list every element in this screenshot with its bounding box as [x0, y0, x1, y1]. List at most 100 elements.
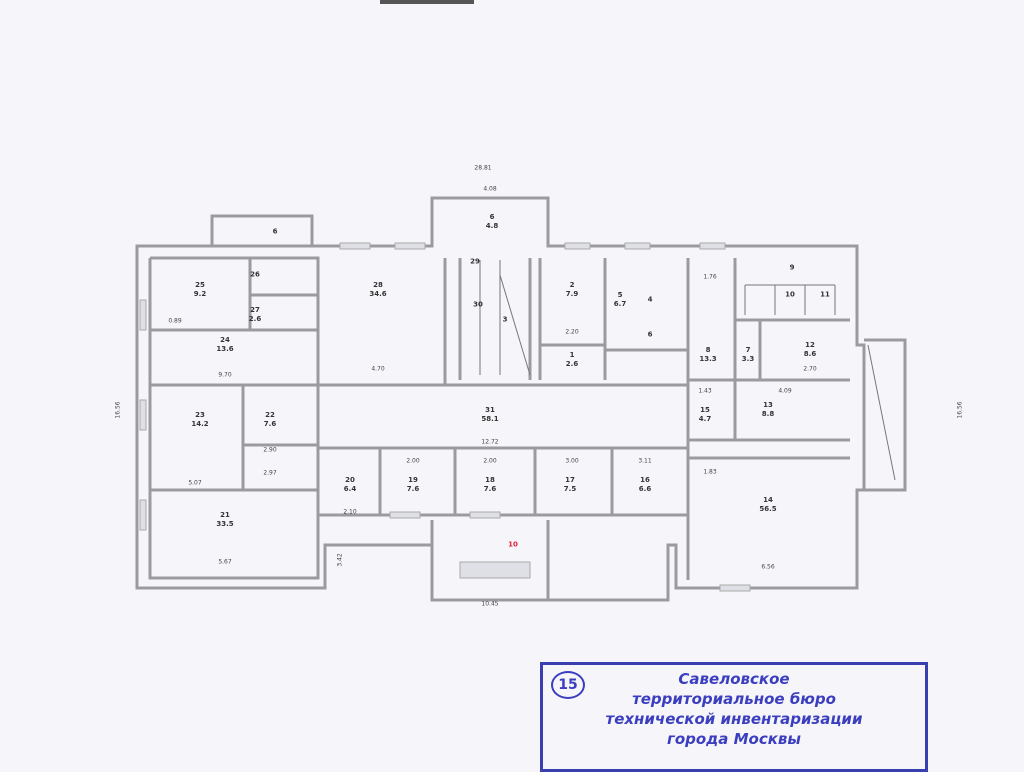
- exterior-stair: [864, 338, 907, 492]
- room-area: 3.3: [741, 355, 755, 363]
- stamp-line: технической инвентаризации: [605, 710, 863, 728]
- room-number: 6: [489, 213, 495, 221]
- room-area: 7.6: [263, 420, 277, 428]
- dim-label: 2.20: [565, 328, 579, 336]
- room-number: 12: [805, 341, 815, 349]
- room-number: 24: [220, 336, 230, 344]
- room-area: 33.5: [216, 520, 234, 528]
- room-label: 29: [470, 258, 480, 267]
- room-area: 34.6: [369, 290, 387, 298]
- dim-label: 2.00: [483, 457, 497, 465]
- room-number: 31: [485, 406, 495, 414]
- room-number: 22: [265, 411, 275, 419]
- dim-label: 1.83: [703, 468, 717, 476]
- room-label: 3: [503, 316, 508, 325]
- room-area: 6.4: [343, 485, 357, 493]
- dim-left-height: 16.56: [114, 401, 122, 419]
- stamp-line: Савеловское: [678, 670, 790, 688]
- room-number: 26: [250, 270, 260, 279]
- dim-entrance-width: 10.45: [481, 600, 499, 608]
- room-area: 4.7: [698, 415, 712, 423]
- room-number: 13: [763, 401, 773, 409]
- entrance-label: 10: [508, 540, 518, 549]
- room-area: 13.3: [699, 355, 717, 363]
- dim-label: 5.07: [188, 479, 202, 487]
- dim-label: 2.97: [263, 469, 277, 477]
- room-label: 30: [473, 301, 483, 310]
- room-area: 7.6: [483, 485, 497, 493]
- room-number: 2: [569, 281, 575, 289]
- dim-label: 2.00: [406, 457, 420, 465]
- room-number: 19: [408, 476, 418, 484]
- room-number: 27: [250, 306, 260, 314]
- dim-right-height: 16.56: [956, 401, 964, 419]
- window: [139, 299, 147, 331]
- room-label: 9: [790, 264, 795, 273]
- dim-label: 5.67: [218, 558, 232, 566]
- dim-label: 4.70: [371, 365, 385, 373]
- dim-label: 3.11: [638, 457, 652, 465]
- dim-total-width: 28.81: [474, 164, 492, 172]
- room-number: 18: [485, 476, 495, 484]
- room-number: 6: [647, 330, 653, 339]
- stamp-line: территориальное бюро: [632, 690, 836, 708]
- dim-label: 1.43: [698, 387, 712, 395]
- room-number: 8: [705, 346, 711, 354]
- room-number: 1: [569, 351, 575, 359]
- room-number: 21: [220, 511, 230, 519]
- window: [139, 399, 147, 431]
- window: [624, 242, 651, 250]
- annex-top-left: [210, 214, 314, 246]
- window: [469, 511, 501, 519]
- room-area: 2.6: [248, 315, 262, 323]
- room-label: 4: [648, 296, 653, 305]
- room-number: 9: [789, 263, 795, 272]
- room-number: 30: [473, 300, 483, 309]
- room-number: 14: [763, 496, 773, 504]
- room-label: 6: [273, 228, 278, 237]
- room-label: 11: [820, 291, 830, 300]
- stamp-number: 15: [551, 671, 585, 699]
- window: [699, 242, 726, 250]
- dim-label: 3.42: [336, 553, 344, 567]
- stair-flight: [479, 260, 531, 376]
- dim-label: 3.00: [565, 457, 579, 465]
- room-number: 11: [820, 290, 830, 299]
- dim-label: 9.70: [218, 371, 232, 379]
- bti-stamp: 15 Савеловское территориальное бюро техн…: [540, 662, 928, 772]
- room-area: 7.5: [563, 485, 577, 493]
- dim-annex-width: 4.08: [483, 185, 497, 193]
- dim-label: 6.56: [761, 563, 775, 571]
- room-area: 6.7: [613, 300, 627, 308]
- room-area: 58.1: [481, 415, 499, 423]
- dim-label: 0.89: [168, 317, 182, 325]
- room-area: 7.6: [406, 485, 420, 493]
- dim-label: 2.70: [803, 365, 817, 373]
- room-area: 7.9: [565, 290, 579, 298]
- room-number: 29: [470, 257, 480, 266]
- entrance-steps: [459, 561, 531, 579]
- outer-wall: [135, 196, 866, 602]
- dim-corridor: 12.72: [481, 438, 499, 446]
- interior-walls: [148, 256, 850, 600]
- dim-label: 4.09: [778, 387, 792, 395]
- room-number: 5: [617, 291, 623, 299]
